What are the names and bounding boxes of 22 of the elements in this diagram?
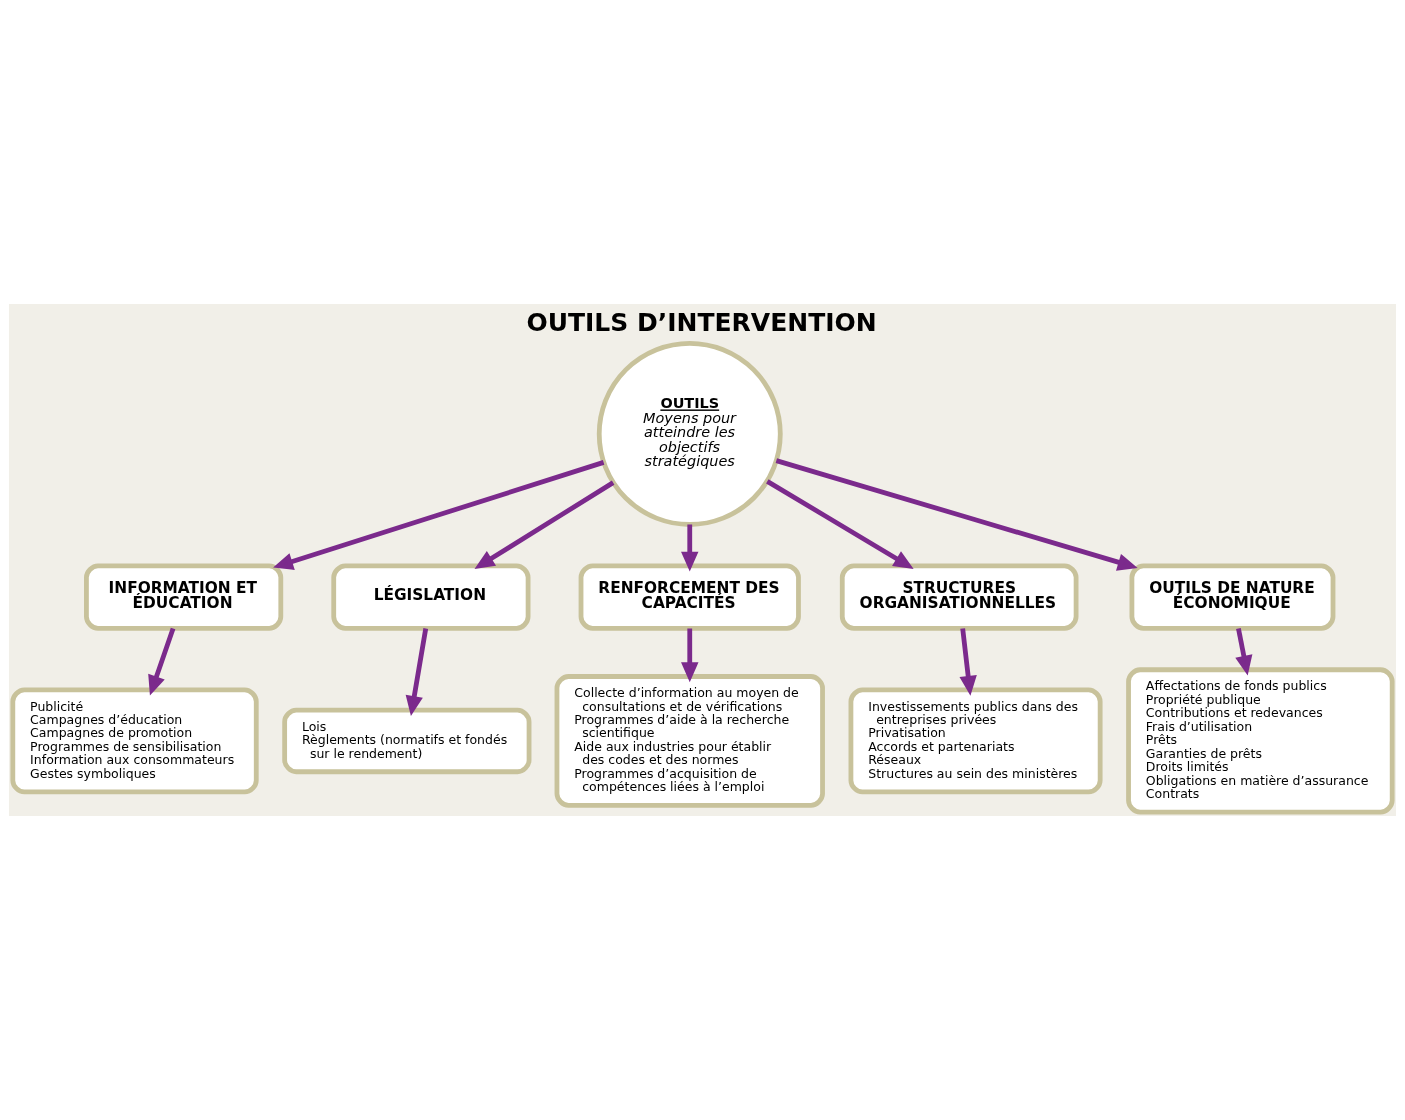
arrow [775,458,1138,571]
arrow [766,479,914,569]
node-box: Collecte d’information au moyen de consultations et de vérifications Programmes d’aide à la recherche scientifique Aide aux industries pour établir des codes et des normes Programmes d’acquisition de compétences liées à l’emploi [554,674,825,808]
node-box: STRUCTURES ORGANISATIONNELLES [839,563,1079,631]
node-box: INFORMATION ET ÉDUCATION [84,563,284,631]
arrow [681,524,699,572]
node-circle: OUTILS Moyens pour atteindre les objectifs stratégiques [596,341,783,527]
arrow [148,627,176,696]
arrow [273,460,605,570]
node-box: Lois Règlements (normatifs et fondés sur le rendement) [282,707,532,775]
node-box: Affectations de fonds publics Propriété publique Contributions et redevances Frais d’utilisation Prêts Garanties de prêts Droits limités Obligations en matière d’assurance Contrats [1126,667,1395,815]
diagram-title: OUTILS D’INTERVENTION [526,307,877,337]
arrow [959,628,977,696]
node-box: LÉGISLATION [331,563,531,631]
node-box: OUTILS DE NATURE ÉCONOMIQUE [1129,563,1336,631]
node-box: Investissements publics dans des entreprises privées Privatisation Accords et partenariats Réseaux Structures au sein des ministères [848,687,1103,795]
arrow [405,628,429,716]
node-box: RENFORCEMENT DES CAPACITÉS [578,563,801,631]
arrow [1235,628,1253,676]
arrow [474,480,615,569]
node-box: Publicité Campagnes d’éducation Campagnes de promotion Programmes de sensibilisation Information aux consommateurs Gestes symboliques [10,687,259,795]
arrow [681,628,699,683]
